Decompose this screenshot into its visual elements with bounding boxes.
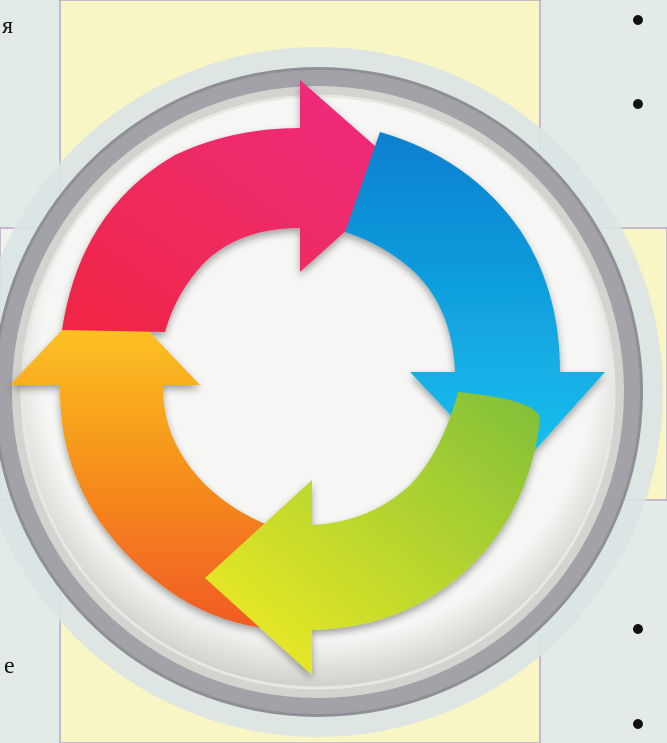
- bullet-point: [633, 15, 643, 25]
- left-text-fragment-top: я: [2, 14, 13, 38]
- bullet-point: [633, 719, 643, 729]
- bullet-point: [633, 624, 643, 634]
- bullet-point: [633, 99, 643, 109]
- left-text-fragment-bottom: е: [4, 654, 15, 678]
